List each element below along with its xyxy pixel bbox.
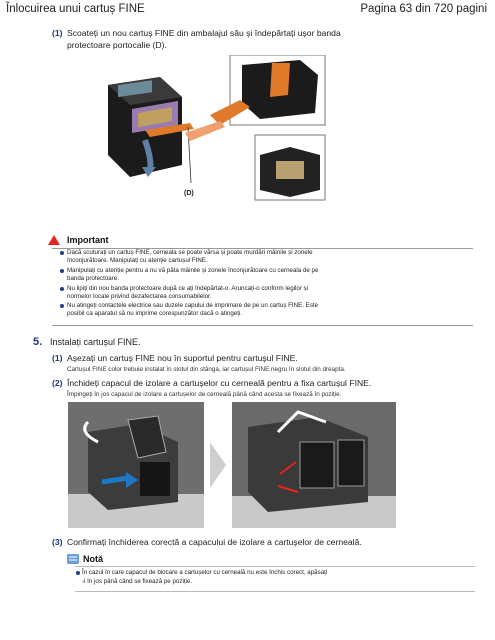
substep-text: Așezați un cartuș FINE nou în suportul p… [67, 353, 298, 363]
important-bullet-4-line2: posibil ca aparatul să nu imprime coresp… [67, 310, 243, 317]
page-counter: Pagina 63 din 720 pagini [360, 3, 487, 15]
next-arrow-icon [210, 442, 226, 488]
bullet-dot [60, 269, 64, 273]
warning-flag-icon [48, 235, 60, 245]
note-box [75, 566, 475, 592]
substep-text: Confirmați închiderea corectă a capaculu… [67, 537, 362, 547]
bullet-dot [76, 571, 80, 575]
tape-removal-detail [185, 55, 326, 141]
step-text: Instalați cartușul FINE. [50, 337, 141, 347]
install-cartridge-photos [68, 402, 396, 528]
substep-note: Împingeți în jos capacul de izolare a ca… [67, 391, 342, 398]
important-bullet-4-line1: Nu atingeți contactele electrice sau duz… [67, 302, 319, 309]
substep-note: Cartușul FINE color trebuie instalat în … [67, 366, 346, 373]
important-bullet-3-line2: normelor locale privind dezafectarea con… [67, 293, 212, 300]
important-title: Important [67, 235, 109, 245]
cartridge-tape-illustration: (D) [108, 55, 326, 201]
printer-photo-left [68, 402, 204, 528]
bullet-dot [60, 251, 64, 255]
important-bullet-1-line2: înconjurătoare. Manipulați cu atenție ca… [67, 257, 208, 264]
step-number: 5. [33, 336, 43, 348]
important-bullet-2-line1: Manipulați cu atenție pentru a nu vă păt… [67, 267, 319, 274]
important-bullet-2-line2: banda protectoare. [67, 275, 119, 282]
callout-label: (D) [184, 190, 194, 197]
important-bullet-1-line1: Dacă scuturați un cartuș FINE, cerneala … [67, 249, 313, 256]
substep-text-line1: Scoateți un nou cartuș FINE din ambalaju… [67, 28, 341, 38]
note-title: Notă [83, 554, 103, 564]
cartridge-bottom-detail [254, 134, 326, 201]
substep-text: Închideți capacul de izolare a cartușelo… [67, 378, 372, 388]
bullet-dot [60, 304, 64, 308]
substep-number: (2) [52, 378, 63, 388]
note-line2: -l în jos până când se fixează pe poziți… [82, 578, 193, 585]
fine-cartridge-image [108, 77, 194, 184]
substep-number: (3) [52, 537, 63, 547]
page-title: Înlocuirea unui cartuș FINE [6, 3, 145, 15]
substep-number: (1) [52, 28, 63, 38]
important-bullet-3-line1: Nu lipiți din nou banda protectoare după… [67, 285, 309, 292]
bullet-dot [60, 287, 64, 291]
substep-text-line2: protectoare portocalie (D). [67, 40, 167, 50]
note-icon [67, 554, 79, 564]
important-box [52, 248, 473, 326]
substep-number: (1) [52, 353, 63, 363]
printer-photo-right [232, 402, 396, 528]
note-line1: În cazul în care capacul de blocare a ca… [82, 569, 328, 576]
